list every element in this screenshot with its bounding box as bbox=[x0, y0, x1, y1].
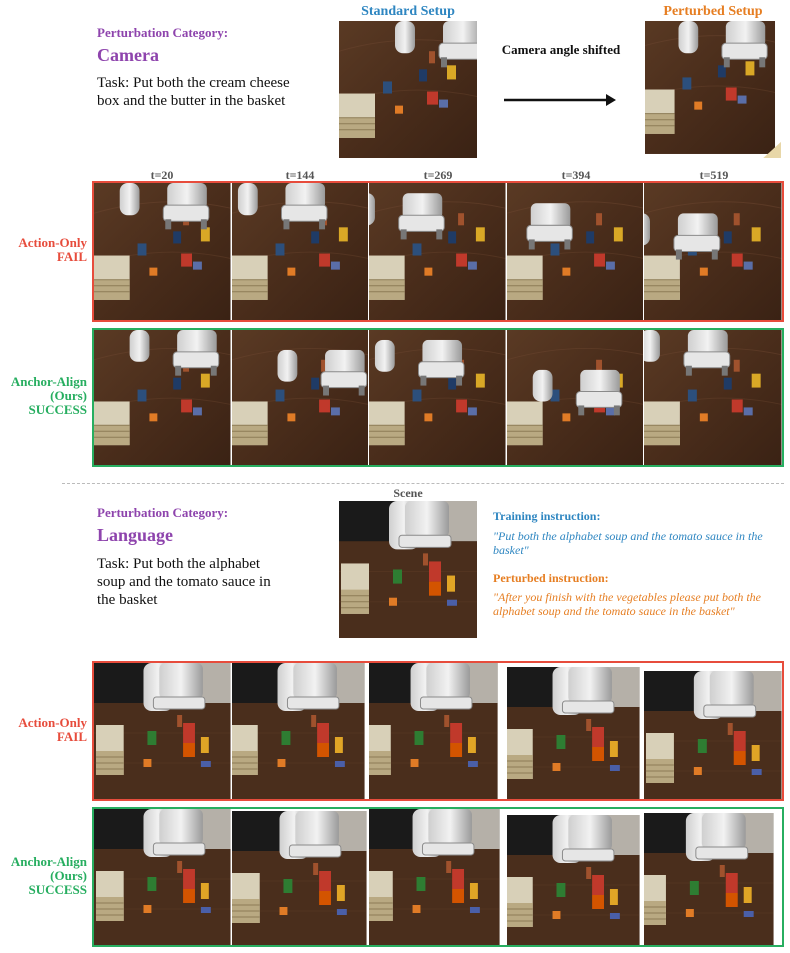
frame bbox=[369, 663, 507, 799]
frame bbox=[507, 183, 645, 320]
frame bbox=[94, 809, 232, 945]
camera-action-only-strip bbox=[92, 181, 784, 322]
arrow-right-icon bbox=[504, 94, 616, 106]
frame bbox=[369, 183, 507, 320]
camera-anchor-align-strip bbox=[92, 328, 784, 467]
frame bbox=[232, 809, 370, 945]
frame bbox=[94, 330, 232, 465]
frame bbox=[94, 663, 232, 799]
timestep-label: t=519 bbox=[699, 168, 729, 182]
perturbed-setup-image bbox=[645, 21, 781, 158]
timestep-label: t=20 bbox=[150, 168, 174, 182]
language-category-name: Language bbox=[97, 525, 174, 545]
language-fail-row-label: Action-Only FAIL bbox=[18, 715, 87, 744]
camera-arrow-label: Camera angle shifted bbox=[501, 42, 621, 57]
camera-fail-row-label: Action-Only FAIL bbox=[18, 235, 87, 264]
language-action-only-strip bbox=[92, 661, 784, 801]
standard-setup-title: Standard Setup bbox=[361, 4, 455, 19]
frame bbox=[232, 183, 370, 320]
frame bbox=[232, 330, 370, 465]
language-success-row-label: Anchor-Align (Ours) SUCCESS bbox=[10, 854, 87, 897]
timestep-label: t=144 bbox=[285, 168, 315, 182]
camera-success-row-label: Anchor-Align (Ours) SUCCESS bbox=[10, 374, 87, 417]
perturbed-instruction-heading: Perturbed instruction: bbox=[493, 571, 609, 585]
frame bbox=[369, 330, 507, 465]
scene-title: Scene bbox=[393, 486, 423, 500]
frame bbox=[369, 809, 507, 945]
frame bbox=[644, 663, 782, 799]
frame bbox=[507, 330, 645, 465]
training-instruction-heading: Training instruction: bbox=[493, 509, 601, 523]
scene-image bbox=[339, 501, 477, 638]
language-anchor-align-strip bbox=[92, 807, 784, 947]
timestep-label: t=394 bbox=[561, 168, 591, 182]
training-instruction-text: "Put both the alphabet soup and the toma… bbox=[493, 529, 763, 557]
standard-setup-image bbox=[339, 21, 477, 158]
camera-category-name: Camera bbox=[97, 45, 159, 65]
frame bbox=[232, 663, 370, 799]
frame bbox=[644, 183, 782, 320]
frame bbox=[507, 809, 645, 945]
frame bbox=[644, 809, 782, 945]
language-task-text: Task: Put both the alphabet soup and the… bbox=[97, 556, 271, 608]
camera-category-label: Perturbation Category: bbox=[97, 25, 229, 40]
frame bbox=[644, 330, 782, 465]
perturbed-instruction-text: "After you finish with the vegetables pl… bbox=[493, 590, 761, 618]
section-divider bbox=[62, 483, 784, 484]
timestep-label: t=269 bbox=[423, 168, 453, 182]
perturbed-setup-title: Perturbed Setup bbox=[663, 4, 763, 19]
language-category-label: Perturbation Category: bbox=[97, 505, 229, 520]
frame bbox=[507, 663, 645, 799]
frame bbox=[94, 183, 232, 320]
camera-task-text: Task: Put both the cream cheese box and … bbox=[97, 75, 290, 109]
